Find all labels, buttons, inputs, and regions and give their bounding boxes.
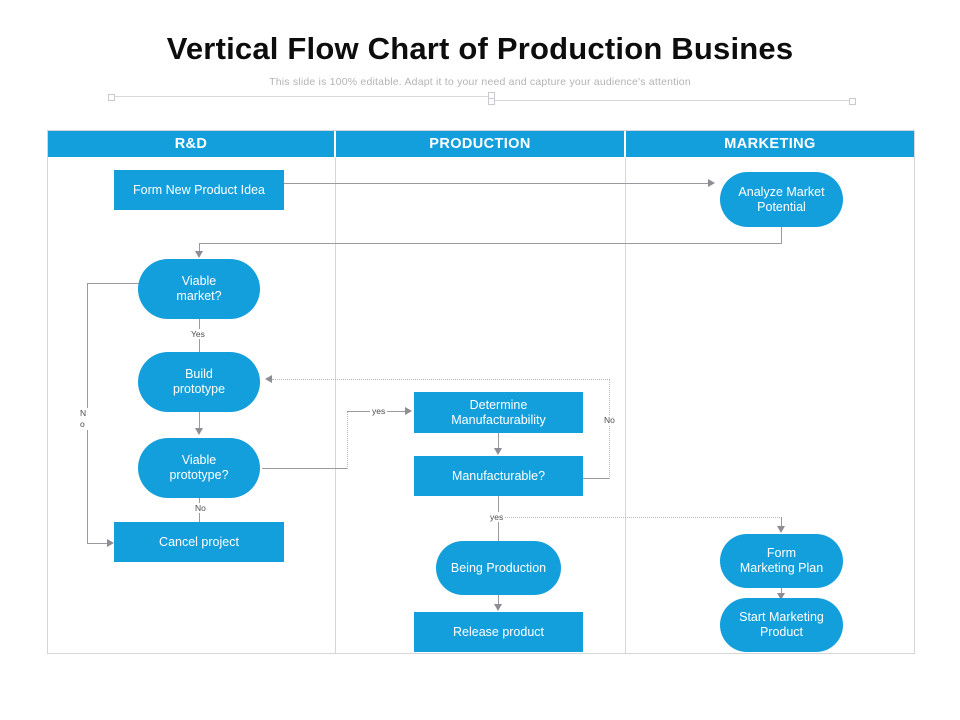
node-cancel-project[interactable]: Cancel project xyxy=(114,522,284,562)
edge-label-viable-prototype-yes: yes xyxy=(370,406,388,416)
edge-yes-to-marketing-plan-arrowhead xyxy=(777,526,785,533)
edge-build-to-viable-prototype xyxy=(199,411,200,431)
column-divider-1 xyxy=(335,158,336,653)
node-viable-prototype-label: Viable prototype? xyxy=(169,453,229,482)
node-build-prototype-label: Build prototype xyxy=(172,367,226,396)
column-header-production: PRODUCTION xyxy=(336,131,624,157)
column-divider-2 xyxy=(625,158,626,653)
decorative-handle-mid-lower xyxy=(488,98,495,105)
node-analyze-market-potential[interactable]: Analyze Market Potential xyxy=(720,172,843,227)
edge-idea-to-analyze xyxy=(284,183,709,184)
column-header-rd-label: R&D xyxy=(174,136,208,152)
node-release-product[interactable]: Release product xyxy=(414,612,583,652)
edge-manufacturable-no-h xyxy=(582,478,609,479)
node-being-production-label: Being Production xyxy=(450,560,547,575)
column-header-marketing-label: MARKETING xyxy=(724,136,816,152)
edge-viable-market-no-to-cancel xyxy=(87,543,109,544)
node-cancel-project-label: Cancel project xyxy=(159,534,239,549)
node-manufacturable[interactable]: Manufacturable? xyxy=(414,456,583,496)
node-determine-manufacturability[interactable]: Determine Manufacturability xyxy=(414,392,583,433)
node-viable-prototype[interactable]: Viable prototype? xyxy=(138,438,260,498)
node-analyze-market-potential-label: Analyze Market Potential xyxy=(738,184,825,214)
edge-determine-to-manufacturable-arrowhead xyxy=(494,448,502,455)
node-being-production[interactable]: Being Production xyxy=(436,541,561,595)
column-header-rd: R&D xyxy=(48,131,334,157)
edge-label-viable-market-no: N o xyxy=(78,408,90,430)
page-title: Vertical Flow Chart of Production Busine… xyxy=(166,31,794,66)
edge-label-manufacturable-no: No xyxy=(602,415,617,425)
edge-manufacturable-no-v xyxy=(609,379,610,479)
decorative-handle-left xyxy=(108,94,115,101)
edge-manufacturable-no-back xyxy=(272,379,610,380)
column-header-marketing: MARKETING xyxy=(626,131,914,157)
edge-label-manufacturable-yes: yes xyxy=(488,512,506,522)
node-viable-market[interactable]: Viable market? xyxy=(138,259,260,319)
decorative-handle-right xyxy=(849,98,856,105)
node-viable-market-label: Viable market? xyxy=(176,274,222,303)
edge-determine-to-manufacturable xyxy=(498,433,499,450)
edge-yes-to-marketing-plan-drop xyxy=(781,517,782,529)
node-start-marketing-product[interactable]: Start Marketing Product xyxy=(720,598,843,652)
edge-being-production-to-release-arrowhead xyxy=(494,604,502,611)
edge-manufacturable-no-arrowhead xyxy=(265,375,272,383)
edge-label-viable-market-yes: Yes xyxy=(189,329,207,339)
column-header-production-label: PRODUCTION xyxy=(429,136,531,152)
decorative-rule-left xyxy=(113,96,491,97)
edge-analyze-to-viable-market-arrowhead xyxy=(195,251,203,258)
edge-build-to-viable-prototype-arrowhead xyxy=(195,428,203,435)
node-build-prototype[interactable]: Build prototype xyxy=(138,352,260,412)
edge-viable-market-no-h xyxy=(87,283,139,284)
edge-being-production-to-release xyxy=(498,594,499,606)
node-start-marketing-product-label: Start Marketing Product xyxy=(739,610,824,639)
node-determine-manufacturability-label: Determine Manufacturability xyxy=(451,397,546,427)
node-form-marketing-plan-label: Form Marketing Plan xyxy=(739,546,824,575)
edge-analyze-to-viable-market xyxy=(199,243,782,244)
edge-viable-prototype-yes-v xyxy=(347,411,348,469)
edge-viable-market-no-arrowhead xyxy=(107,539,114,547)
edge-marketing-plan-to-start-arrowhead xyxy=(777,593,785,600)
edge-yes-to-marketing-plan xyxy=(505,517,782,518)
node-form-new-product-idea[interactable]: Form New Product Idea xyxy=(114,170,284,210)
edge-marketing-plan-to-start xyxy=(781,587,782,596)
node-form-marketing-plan[interactable]: Form Marketing Plan xyxy=(720,534,843,588)
edge-analyze-to-viable-market-drop xyxy=(199,243,200,255)
node-release-product-label: Release product xyxy=(452,624,545,639)
edge-viable-prototype-yes-arrowhead xyxy=(405,407,412,415)
page-subtitle: This slide is 100% editable. Adapt it to… xyxy=(269,76,691,88)
decorative-rule-right xyxy=(494,100,852,101)
node-form-new-product-idea-label: Form New Product Idea xyxy=(133,182,265,197)
edge-analyze-down xyxy=(781,226,782,244)
node-manufacturable-label: Manufacturable? xyxy=(451,468,546,483)
edge-label-viable-prototype-no: No xyxy=(193,503,208,513)
edge-idea-to-analyze-arrowhead xyxy=(708,179,715,187)
edge-viable-prototype-yes-h xyxy=(262,468,347,469)
